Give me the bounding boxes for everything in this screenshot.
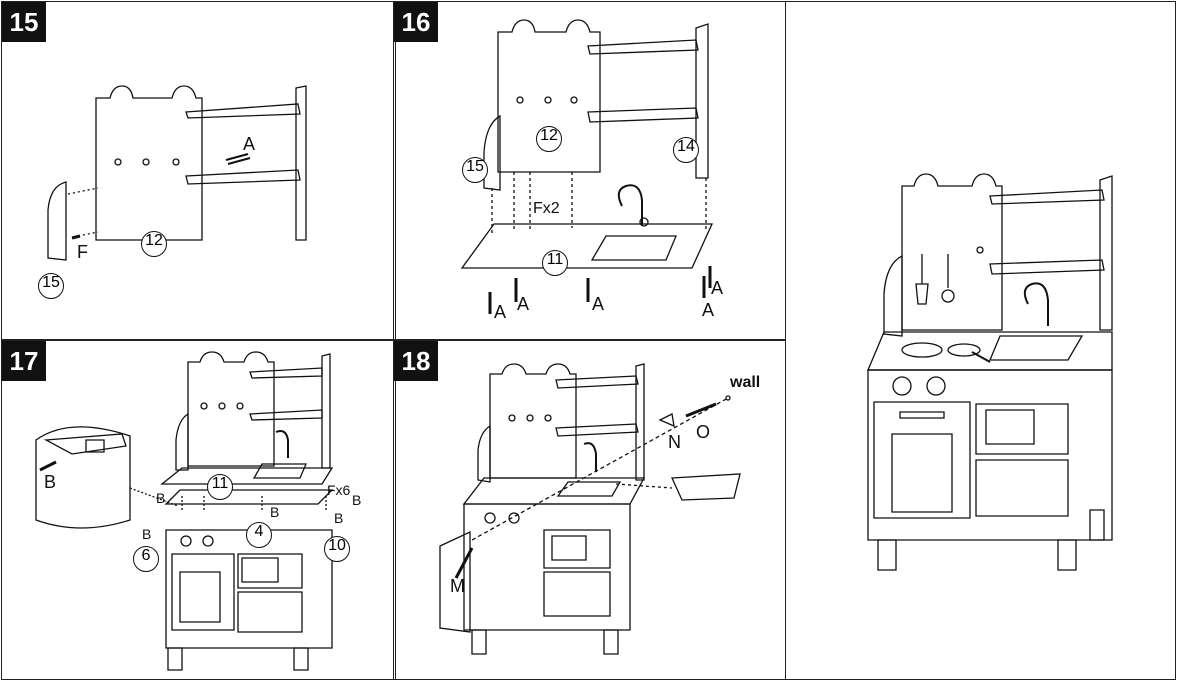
part-15-callout: 15 [38, 273, 64, 299]
step-16-drawing [462, 20, 712, 314]
step-15-drawing [48, 86, 306, 260]
screw-a-label: A [494, 302, 507, 322]
screw-a-label: A [592, 294, 605, 314]
step-17-panel [1, 339, 396, 680]
part-11-callout: 11 [207, 474, 233, 500]
part-15-callout: 15 [462, 157, 488, 183]
step-15-number: 15 [2, 2, 46, 42]
part-11-callout: 11 [542, 250, 568, 276]
hardware-fx2-label: Fx2 [533, 200, 560, 217]
part-14-callout: 14 [673, 137, 699, 163]
part-a-label: A [243, 134, 256, 154]
final-kitchen-drawing [868, 174, 1112, 570]
part-f-label: F [77, 242, 88, 262]
step-17-drawing [36, 352, 332, 670]
screw-a-label: A [711, 278, 724, 298]
part-10-callout: 10 [324, 536, 350, 562]
part-12-callout: 12 [141, 231, 167, 257]
detail-b-label: B [44, 472, 57, 492]
connector-b-label: B [156, 490, 166, 506]
hardware-fx6-label: Fx6 [327, 482, 351, 498]
screw-a-label: A [517, 294, 530, 314]
connector-b-label: B [142, 526, 152, 542]
step-18-number: 18 [394, 341, 438, 381]
step-18-panel [393, 339, 786, 680]
connector-b-label: B [334, 510, 344, 526]
part-m-label: M [450, 576, 465, 596]
part-12-callout: 12 [536, 126, 562, 152]
step-18-drawing [440, 364, 740, 654]
connector-b-label: B [352, 492, 362, 508]
step-15-panel [1, 1, 396, 341]
connector-b-label: B [270, 504, 280, 520]
screw-a-label: A [702, 300, 715, 320]
step-17-number: 17 [2, 341, 46, 381]
part-4-callout: 4 [246, 522, 272, 548]
part-n-label: N [668, 432, 681, 452]
part-o-label: O [696, 422, 711, 442]
step-16-number: 16 [394, 2, 438, 42]
part-6-callout: 6 [133, 546, 159, 572]
wall-label: wall [730, 374, 761, 391]
